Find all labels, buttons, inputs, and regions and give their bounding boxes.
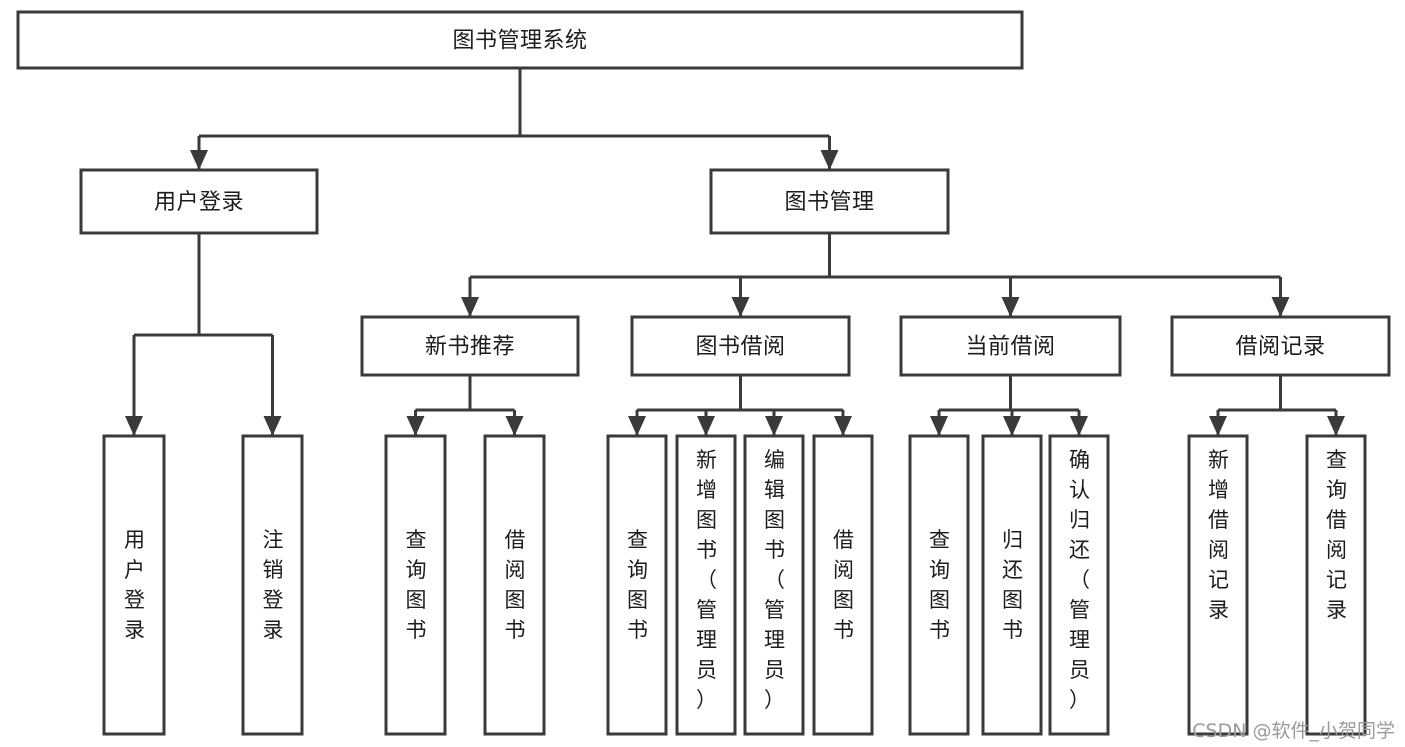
- node-root[interactable]: 图书管理系统: [16, 10, 1024, 70]
- node-label-leaf-query-book-2: 查询图书: [627, 528, 649, 642]
- node-new-book-recommend[interactable]: 新书推荐: [360, 315, 580, 377]
- arrow-head-icon: [125, 416, 143, 436]
- arrow-head-icon: [190, 150, 208, 170]
- node-current-borrow[interactable]: 当前借阅: [899, 315, 1122, 377]
- node-box-book-borrow[interactable]: [630, 315, 851, 377]
- node-leaf-borrow-book-2[interactable]: 借阅图书: [812, 434, 874, 736]
- node-box-leaf-logout[interactable]: [241, 434, 304, 736]
- node-label-leaf-logout: 注销登录: [263, 528, 285, 642]
- node-label-book-borrow: 图书借阅: [695, 335, 785, 360]
- node-label-leaf-add-record: 新增借阅记录: [1208, 448, 1230, 622]
- node-box-leaf-query-book-1[interactable]: [384, 434, 447, 736]
- node-borrow-records[interactable]: 借阅记录: [1170, 315, 1391, 377]
- arrow-head-icon: [1001, 297, 1020, 317]
- node-label-leaf-borrow-book-1: 借阅图书: [505, 528, 527, 642]
- node-leaf-return-book[interactable]: 归还图书: [981, 434, 1043, 736]
- arrow-head-icon: [765, 416, 783, 436]
- node-leaf-confirm-return[interactable]: 确认归还（管理员）: [1048, 434, 1110, 736]
- node-book-management[interactable]: 图书管理: [709, 168, 950, 235]
- node-user-login[interactable]: 用户登录: [79, 168, 319, 235]
- arrow-head-icon: [1327, 416, 1345, 436]
- arrow-head-icon: [1070, 416, 1088, 436]
- arrow-head-icon: [505, 416, 524, 436]
- node-box-leaf-add-book[interactable]: [675, 434, 737, 736]
- node-box-root[interactable]: [16, 10, 1024, 70]
- node-label-root: 图书管理系统: [452, 29, 587, 54]
- node-label-borrow-records: 借阅记录: [1235, 335, 1325, 360]
- node-leaf-add-record[interactable]: 新增借阅记录: [1187, 434, 1249, 736]
- node-label-leaf-return-book: 归还图书: [1002, 528, 1024, 642]
- node-leaf-query-book-2[interactable]: 查询图书: [606, 434, 668, 736]
- node-box-leaf-query-record[interactable]: [1305, 434, 1367, 736]
- arrow-head-icon: [628, 416, 646, 436]
- arrow-head-icon: [263, 416, 282, 436]
- node-box-borrow-records[interactable]: [1170, 315, 1391, 377]
- node-book-borrow[interactable]: 图书借阅: [630, 315, 851, 377]
- arrow-head-icon: [461, 297, 479, 317]
- node-label-leaf-add-book: 新增图书（管理员）: [696, 448, 718, 712]
- connectors-layer: [125, 68, 1345, 436]
- node-label-book-management: 图书管理: [784, 190, 874, 215]
- nodes-layer: 图书管理系统用户登录图书管理新书推荐图书借阅当前借阅借阅记录用户登录注销登录查询…: [16, 10, 1391, 736]
- arrow-head-icon: [406, 416, 425, 436]
- node-box-leaf-add-record[interactable]: [1187, 434, 1249, 736]
- arrow-head-icon: [697, 416, 715, 436]
- node-leaf-query-record[interactable]: 查询借阅记录: [1305, 434, 1367, 736]
- arrow-head-icon: [731, 297, 750, 317]
- node-box-new-book-recommend[interactable]: [360, 315, 580, 377]
- arrow-head-icon: [820, 150, 839, 170]
- node-box-leaf-borrow-book-1[interactable]: [483, 434, 546, 736]
- arrow-head-icon: [1271, 297, 1290, 317]
- node-box-leaf-confirm-return[interactable]: [1048, 434, 1110, 736]
- node-box-leaf-user-login[interactable]: [102, 434, 166, 736]
- node-label-leaf-confirm-return: 确认归还（管理员）: [1069, 448, 1091, 712]
- node-box-leaf-borrow-book-2[interactable]: [812, 434, 874, 736]
- node-label-leaf-edit-book: 编辑图书（管理员）: [764, 448, 786, 712]
- node-label-leaf-user-login: 用户登录: [124, 528, 146, 642]
- node-box-leaf-edit-book[interactable]: [743, 434, 805, 736]
- node-leaf-query-book-1[interactable]: 查询图书: [384, 434, 447, 736]
- node-box-leaf-return-book[interactable]: [981, 434, 1043, 736]
- node-box-book-management[interactable]: [709, 168, 950, 235]
- arrow-head-icon: [930, 416, 948, 436]
- node-label-leaf-query-record: 查询借阅记录: [1326, 448, 1348, 622]
- watermark-label: CSDN @软件_小贺同学: [1192, 720, 1395, 742]
- node-leaf-user-login[interactable]: 用户登录: [102, 434, 166, 736]
- node-box-leaf-query-book-2[interactable]: [606, 434, 668, 736]
- node-box-leaf-query-book-3[interactable]: [908, 434, 970, 736]
- node-label-leaf-query-book-3: 查询图书: [929, 528, 951, 642]
- node-leaf-borrow-book-1[interactable]: 借阅图书: [483, 434, 546, 736]
- node-label-current-borrow: 当前借阅: [965, 335, 1055, 360]
- node-leaf-logout[interactable]: 注销登录: [241, 434, 304, 736]
- node-box-user-login[interactable]: [79, 168, 319, 235]
- arrow-head-icon: [1003, 416, 1021, 436]
- node-box-current-borrow[interactable]: [899, 315, 1122, 377]
- node-label-leaf-borrow-book-2: 借阅图书: [833, 528, 855, 642]
- arrow-head-icon: [834, 416, 852, 436]
- node-label-leaf-query-book-1: 查询图书: [406, 528, 428, 642]
- node-label-user-login: 用户登录: [154, 190, 244, 215]
- arrow-head-icon: [1209, 416, 1227, 436]
- node-leaf-edit-book[interactable]: 编辑图书（管理员）: [743, 434, 805, 736]
- node-leaf-query-book-3[interactable]: 查询图书: [908, 434, 970, 736]
- node-label-new-book-recommend: 新书推荐: [425, 335, 515, 360]
- node-leaf-add-book[interactable]: 新增图书（管理员）: [675, 434, 737, 736]
